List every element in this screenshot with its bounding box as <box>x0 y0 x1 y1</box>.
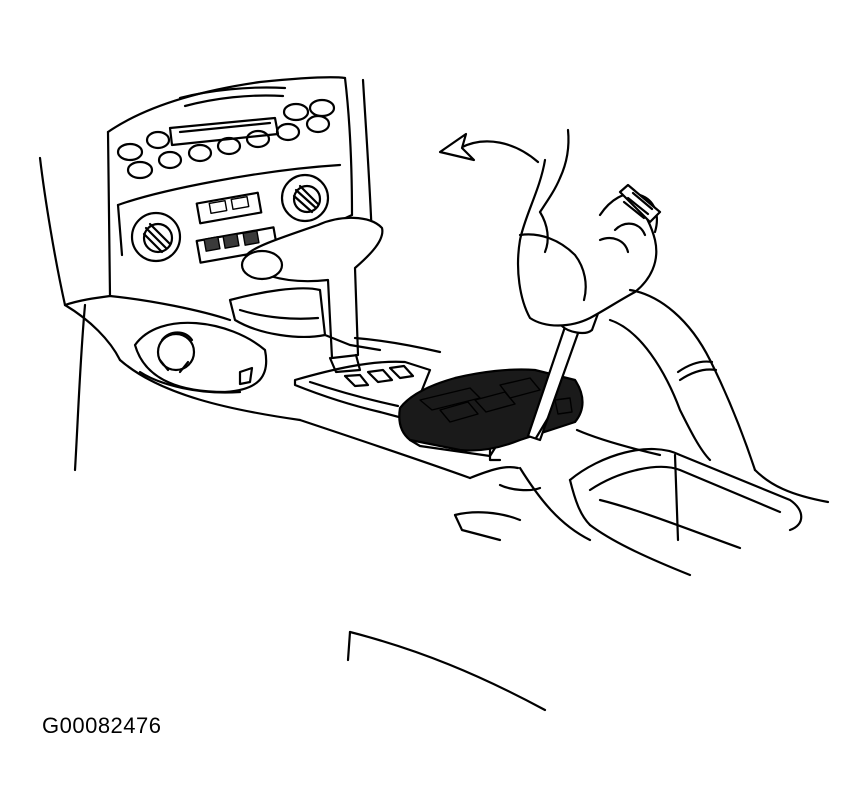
hand <box>516 128 662 327</box>
lighter-recess <box>133 321 268 394</box>
curved-arrow-icon <box>438 132 540 164</box>
radio-button <box>275 122 301 142</box>
radio-button <box>145 130 171 150</box>
climate-switch <box>195 191 263 225</box>
console-rear <box>346 288 830 712</box>
radio-button <box>126 160 154 180</box>
radio-button <box>216 136 242 156</box>
figure-id-label: G00082476 <box>42 713 162 738</box>
shift-lever <box>240 216 384 374</box>
console-front <box>63 287 472 480</box>
radio-button <box>245 129 271 149</box>
radio-button <box>282 102 310 122</box>
lighter-knob <box>156 332 196 372</box>
radio-button <box>187 143 213 163</box>
radio-button <box>157 150 183 170</box>
radio-button <box>116 142 144 162</box>
radio-button <box>308 98 336 118</box>
right-climate-knob <box>280 173 330 223</box>
radio-button <box>305 114 331 134</box>
left-climate-knob <box>130 211 182 263</box>
